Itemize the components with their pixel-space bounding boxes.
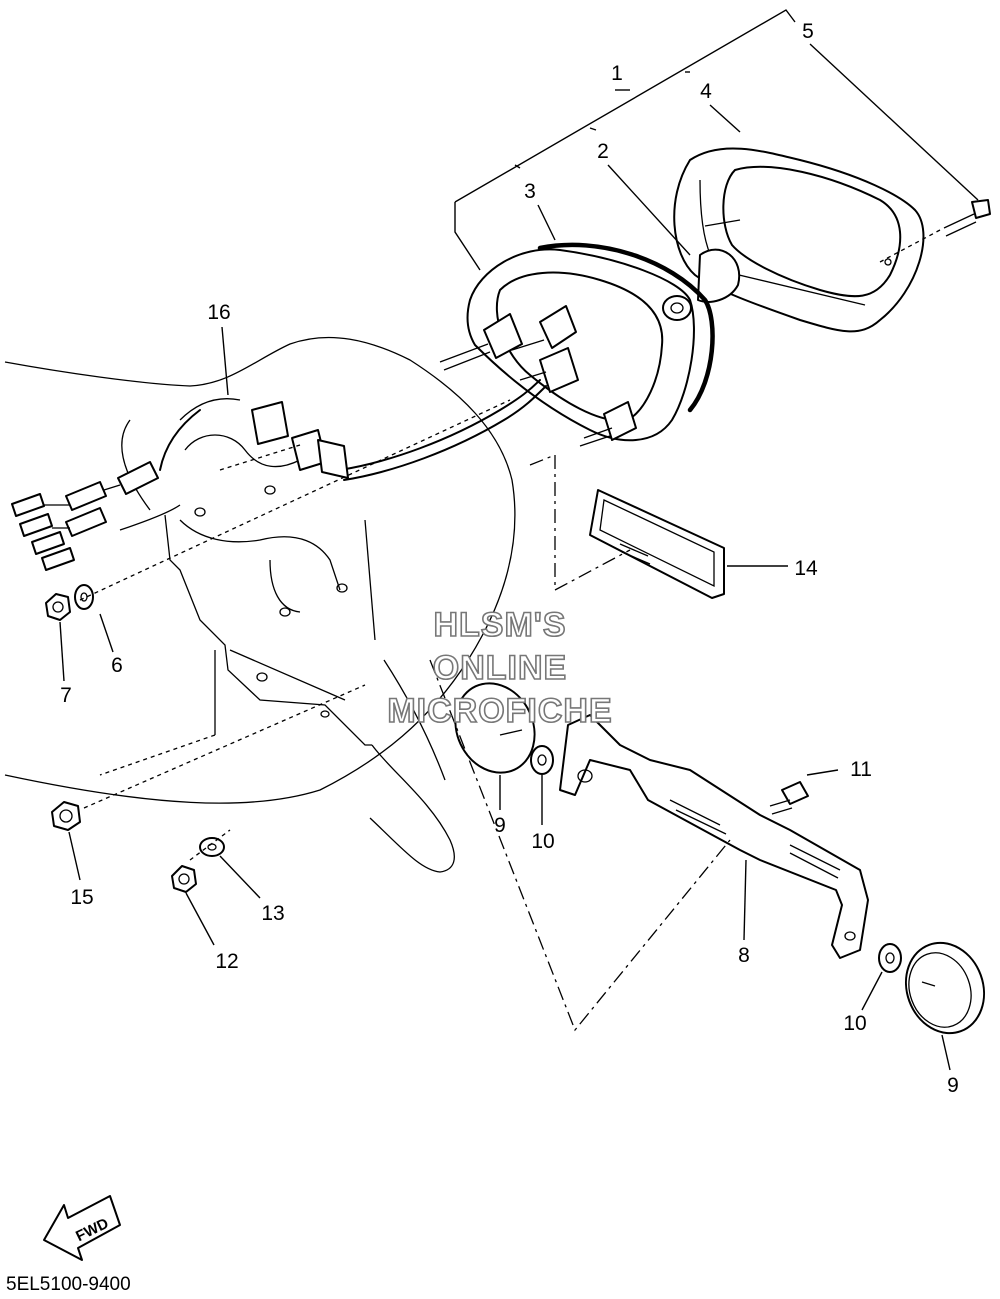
leader-lines <box>59 9 979 1071</box>
callout-4: 4 <box>700 80 712 103</box>
watermark-line-3: MICROFICHE <box>387 692 612 730</box>
drawing-code: 5EL5100-9400 <box>6 1274 131 1295</box>
watermark-line-1: HLSM'S <box>433 606 566 644</box>
watermark-line-2: ONLINE <box>433 649 567 687</box>
wiring-harness <box>11 379 547 571</box>
callout-6: 6 <box>111 654 123 677</box>
callout-14: 14 <box>794 557 818 580</box>
reflector-right <box>904 941 986 1035</box>
taillight-lens <box>673 147 925 333</box>
callout-9-right: 9 <box>947 1074 959 1097</box>
nut-7 <box>45 593 71 621</box>
nut-15 <box>51 801 81 831</box>
callout-3: 3 <box>524 180 536 203</box>
callout-8: 8 <box>738 944 750 967</box>
fwd-arrow: FWD <box>43 1195 121 1261</box>
reflector-left <box>454 682 536 774</box>
callout-10-right: 10 <box>843 1012 866 1035</box>
bolt-11 <box>769 781 809 815</box>
callout-11: 11 <box>850 758 872 781</box>
callout-1: 1 <box>611 62 623 85</box>
washer-10b <box>878 943 902 973</box>
rear-fender-outline <box>4 336 516 873</box>
assembly-lines <box>79 229 941 1032</box>
callout-5: 5 <box>802 20 814 43</box>
callout-13: 13 <box>261 902 284 925</box>
housing-studs <box>439 305 637 447</box>
callout-2: 2 <box>597 140 609 163</box>
washer-10a <box>530 745 554 775</box>
license-light <box>589 489 725 599</box>
washer-6 <box>74 584 94 610</box>
washer-13 <box>199 837 225 857</box>
callout-labels: 1 2 3 4 5 6 7 8 9 9 10 10 11 12 13 14 15… <box>60 20 959 1097</box>
reflector-bracket <box>559 714 869 959</box>
callout-9-left: 9 <box>494 814 506 837</box>
callout-10-left: 10 <box>531 830 554 853</box>
nut-12 <box>171 865 197 893</box>
screw-5 <box>943 199 991 237</box>
watermark: HLSM'S ONLINE MICROFICHE <box>387 605 613 731</box>
callout-15: 15 <box>70 886 93 909</box>
callout-12: 12 <box>215 950 238 973</box>
callout-16: 16 <box>207 301 230 324</box>
taillight-housing <box>439 242 715 447</box>
callout-7: 7 <box>60 684 72 707</box>
